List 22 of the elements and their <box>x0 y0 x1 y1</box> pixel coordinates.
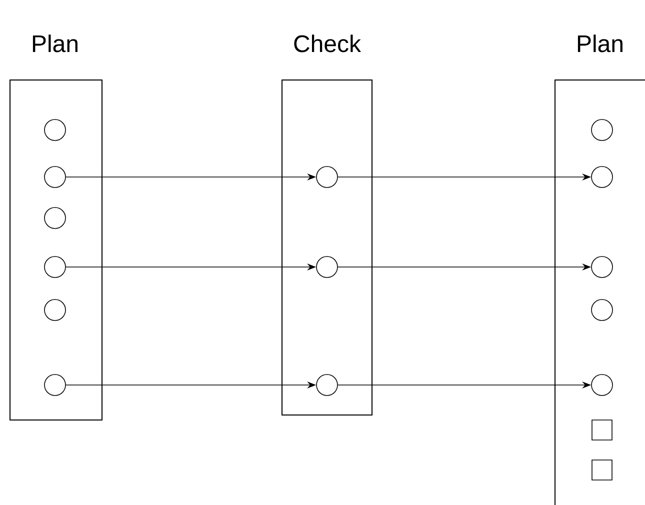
circle-node <box>44 299 66 321</box>
circle-node <box>44 207 66 229</box>
node-label: Plan <box>32 34 78 52</box>
circle-node <box>44 166 66 188</box>
square-node <box>592 420 612 440</box>
circle-node <box>591 374 613 396</box>
circle-node <box>44 374 66 396</box>
circle-node <box>316 374 338 396</box>
circle-node <box>316 166 338 188</box>
group-box: Check <box>282 34 372 416</box>
circle-node <box>591 256 613 278</box>
square-node <box>592 460 612 480</box>
circle-node <box>44 119 66 141</box>
group-box: Plan <box>10 34 102 420</box>
circle-node <box>44 256 66 278</box>
node-label: Check <box>294 34 362 52</box>
circle-node <box>591 119 613 141</box>
circle-node <box>591 166 613 188</box>
circle-node <box>591 299 613 321</box>
group-box: Plan <box>554 34 645 505</box>
circle-node <box>316 256 338 278</box>
node-label: Plan <box>578 34 622 52</box>
